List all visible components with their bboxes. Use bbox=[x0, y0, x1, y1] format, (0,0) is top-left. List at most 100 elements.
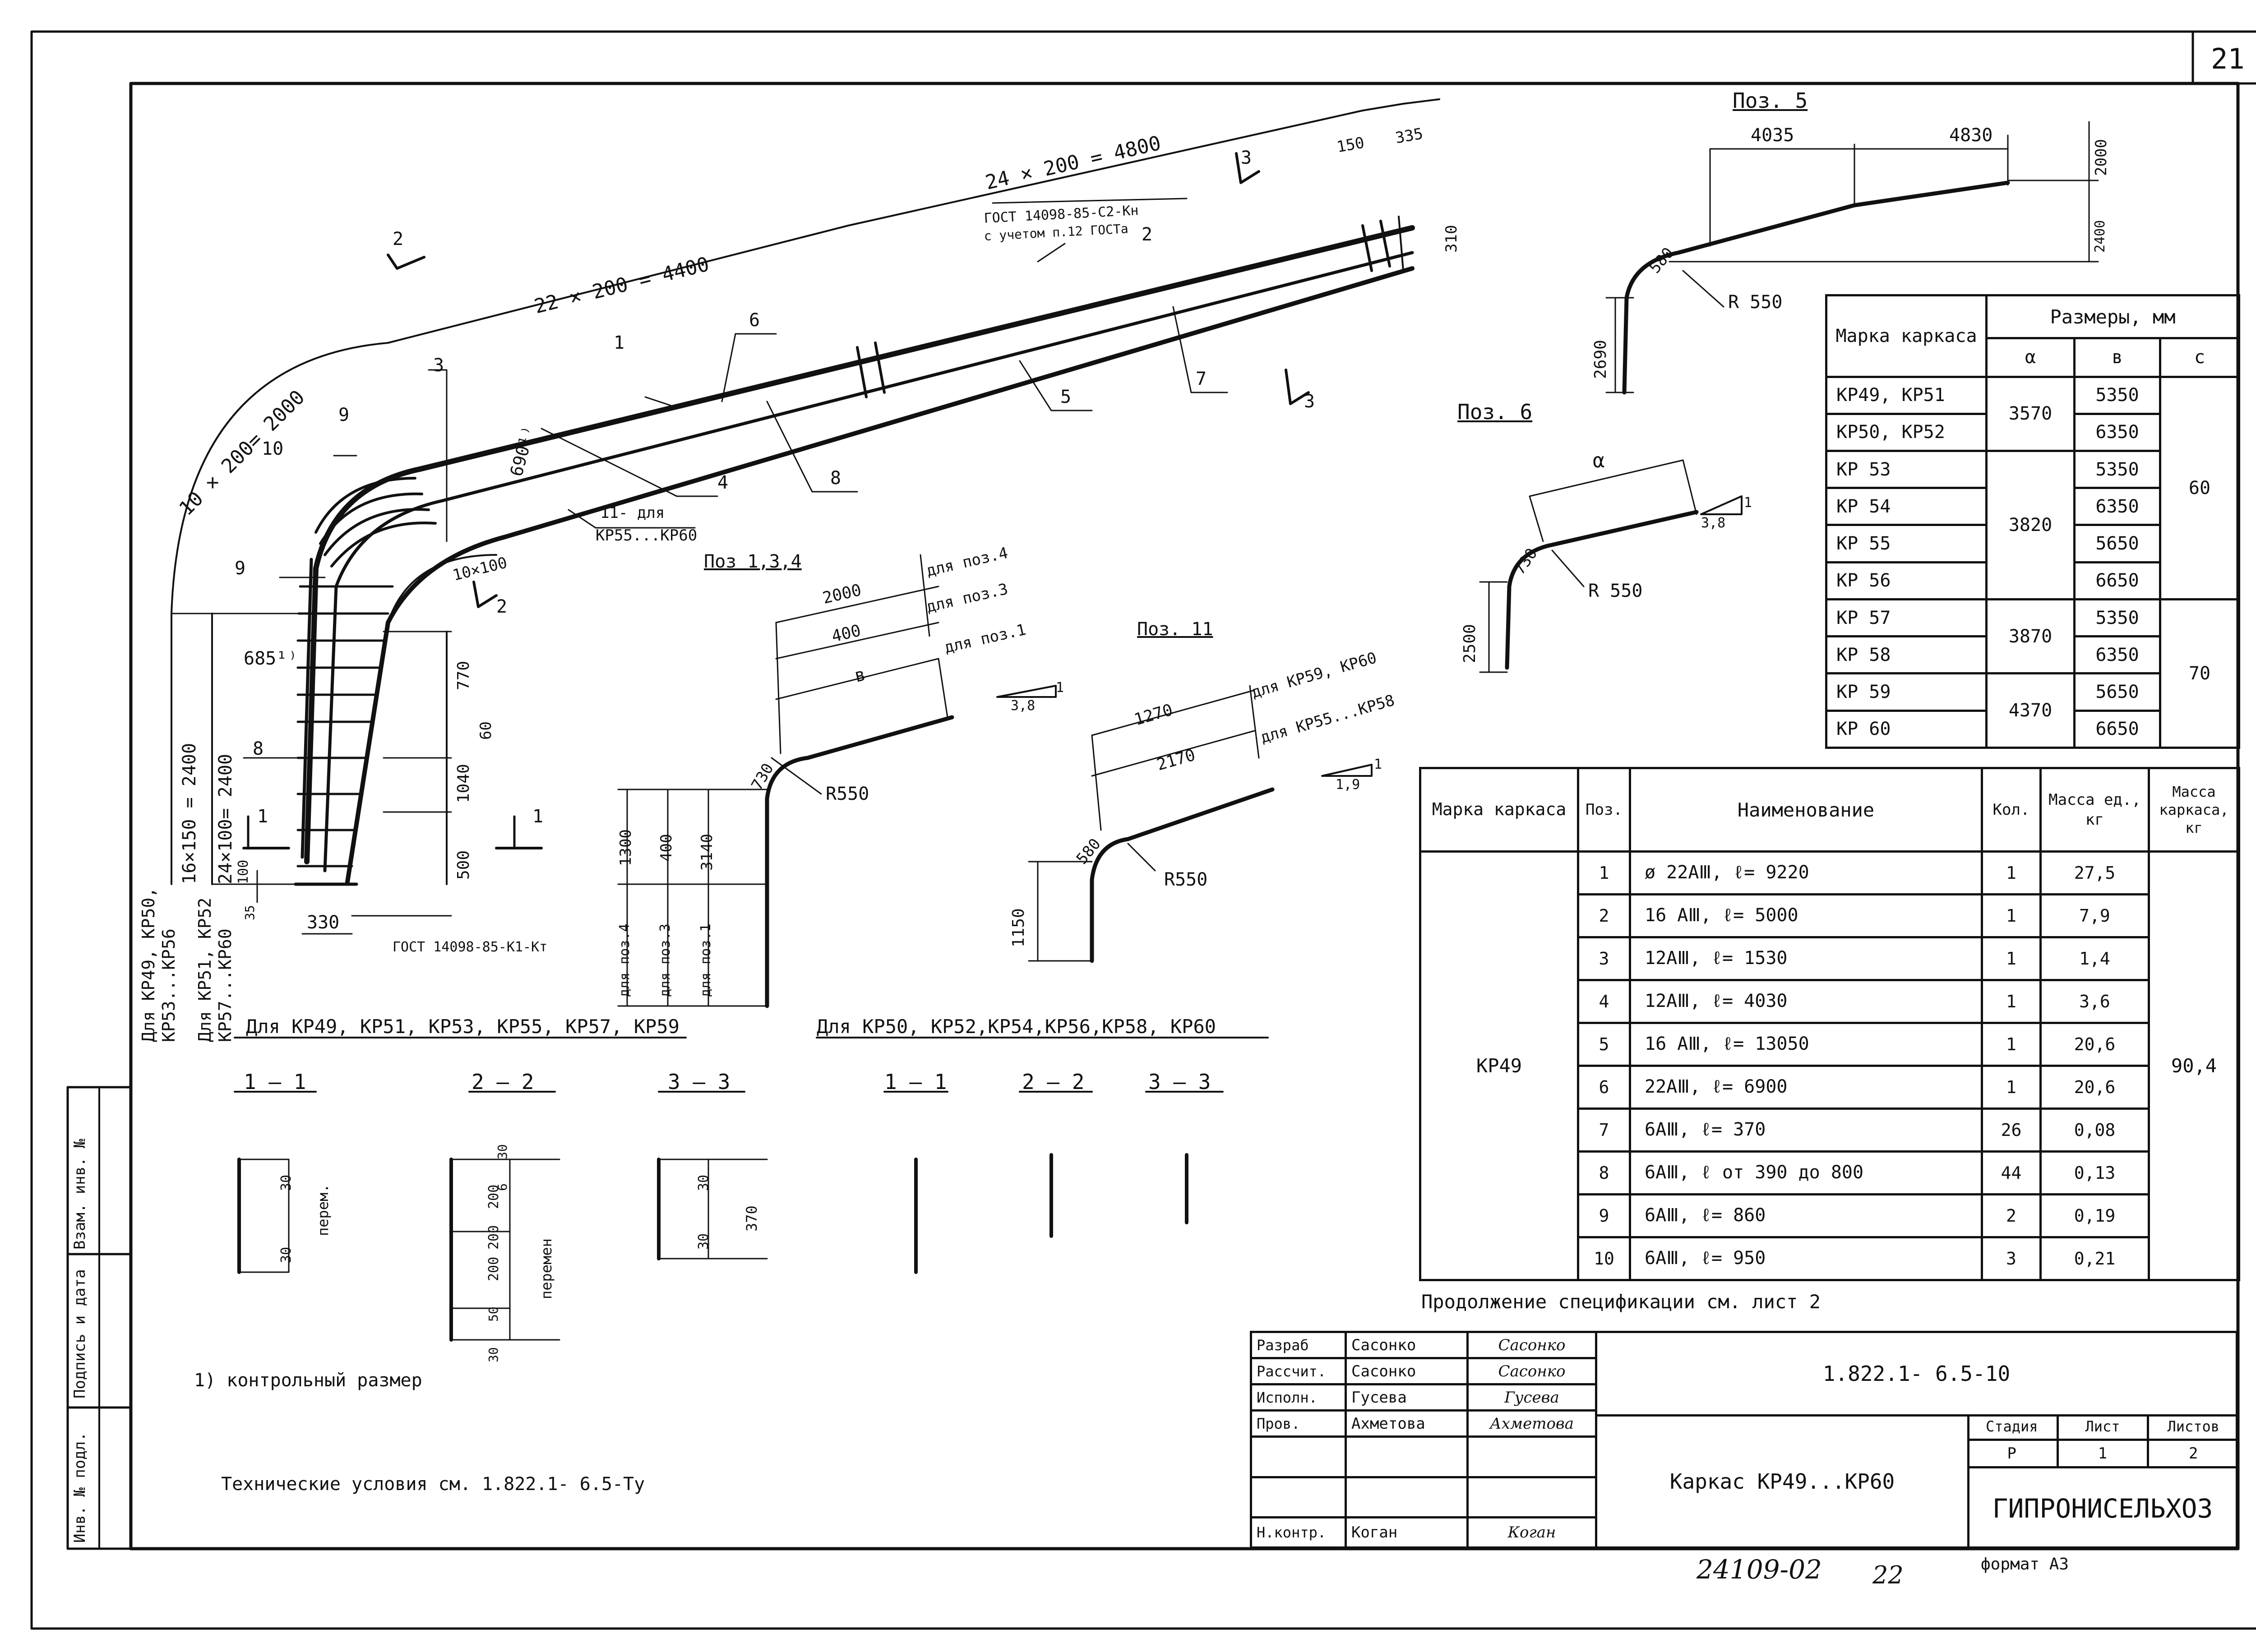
sections-a bbox=[234, 1037, 768, 1342]
pos5-sketch bbox=[1605, 121, 2099, 395]
sec-a-dim-7: 200 bbox=[486, 1225, 502, 1250]
dim-685: 685¹⁾ bbox=[244, 648, 298, 669]
pos-label-5: 5 bbox=[1060, 387, 1072, 407]
sig-name: Ахметова bbox=[1345, 1409, 1469, 1438]
table-row: 10 bbox=[1577, 1236, 1631, 1281]
section-mark-2a: 2 bbox=[393, 229, 404, 249]
spec-name-cell: 6АⅢ, ℓ от 390 до 800 bbox=[1629, 1150, 1983, 1195]
pos11-slope: 1,9 bbox=[1336, 777, 1360, 793]
pos-label-2: 2 bbox=[1142, 224, 1153, 245]
sig-role: Н.контр. bbox=[1250, 1516, 1347, 1549]
sig-name: Сасонко bbox=[1345, 1330, 1469, 1360]
format-label: формат А3 bbox=[1981, 1555, 2069, 1574]
note-11b: КР55...КР60 bbox=[596, 526, 698, 545]
size-a-value: 4370 bbox=[1985, 672, 2076, 749]
pos-label-7: 7 bbox=[1196, 369, 1207, 389]
dim-335: 335 bbox=[1394, 125, 1424, 148]
pos134-dim-400v: 400 bbox=[657, 834, 675, 862]
dim-35: 35 bbox=[242, 905, 257, 920]
pos134-radius: R550 bbox=[826, 784, 869, 804]
size-table: Марка каркаса Размеры, мм α в с КР49, КР… bbox=[1825, 294, 2241, 749]
pos11-radius: R550 bbox=[1164, 869, 1208, 890]
pos5-dim-4035: 4035 bbox=[1751, 125, 1794, 146]
section-mark-2b: 2 bbox=[496, 596, 508, 617]
sheet-value: 1 bbox=[2056, 1438, 2149, 1469]
stage-value: Р bbox=[1967, 1438, 2059, 1469]
table-row: КР 60 bbox=[1825, 709, 1988, 749]
sections-b-label-3: 3 — 3 bbox=[1148, 1070, 1211, 1094]
pos-label-9: 9 bbox=[338, 405, 350, 425]
pos134-sketch bbox=[617, 554, 1057, 1008]
table-row: 9 bbox=[1577, 1193, 1631, 1238]
size-b-value: 6350 bbox=[2073, 635, 2161, 675]
size-b-value: 6650 bbox=[2073, 709, 2161, 749]
table-row: КР 59 bbox=[1825, 672, 1988, 712]
spec-name-cell: ø 22АⅢ, ℓ= 9220 bbox=[1629, 850, 1983, 895]
table-row: 7 bbox=[1577, 1107, 1631, 1153]
spec-name-cell: 12АⅢ, ℓ= 4030 bbox=[1629, 979, 1983, 1024]
sig-scribble: Коган bbox=[1466, 1516, 1597, 1549]
spec-name-cell: 22АⅢ, ℓ= 6900 bbox=[1629, 1065, 1983, 1110]
size-b-value: 5350 bbox=[2073, 598, 2161, 638]
size-b-value: 5350 bbox=[2073, 375, 2161, 415]
sec-a-dim-4: 30 bbox=[495, 1144, 510, 1159]
strip-vzam: Взам. инв. № bbox=[71, 1139, 89, 1250]
table-row: 5 bbox=[1577, 1022, 1631, 1067]
spec-mass-cell: 7,9 bbox=[2039, 893, 2150, 938]
pos6-radius: R 550 bbox=[1588, 581, 1643, 601]
table-row: КР 55 bbox=[1825, 524, 1988, 563]
gost-bottom: ГОСТ 14098-85-К1-Кт bbox=[393, 939, 548, 955]
table-row: КР 56 bbox=[1825, 561, 1988, 600]
side-label-b: КР53...КР56 bbox=[159, 928, 179, 1042]
sig-name: Гусева bbox=[1345, 1383, 1469, 1412]
spec-mass-cell: 1,4 bbox=[2039, 936, 2150, 981]
table-row: 1 bbox=[1577, 850, 1631, 895]
pos6-slope: 3,8 bbox=[1701, 515, 1726, 531]
spec-table: Марка каркаса Поз. Наименование Кол. Мас… bbox=[1419, 767, 2240, 1281]
side-label-a: Для КР49, КР50, bbox=[139, 887, 158, 1042]
sheet-number-box bbox=[2191, 30, 2256, 85]
pos6-dim-2500: 2500 bbox=[1461, 624, 1479, 663]
dim-500: 500 bbox=[454, 850, 473, 880]
pos134-vlabel-1: для поз.1 bbox=[698, 923, 714, 997]
spec-header-name: Наименование bbox=[1629, 767, 1983, 853]
sig-scribble: Сасонко bbox=[1466, 1330, 1597, 1360]
dim-330: 330 bbox=[307, 912, 340, 933]
sections-b-label-2: 2 — 2 bbox=[1022, 1070, 1085, 1094]
pos6-title: Поз. 6 bbox=[1457, 400, 1533, 424]
table-row: 3 bbox=[1577, 936, 1631, 981]
sections-b-title: Для КР50, КР52,КР54,КР56,КР58, КР60 bbox=[817, 1015, 1216, 1038]
sheet-outer-frame bbox=[30, 30, 2256, 1630]
spec-name-cell: 12АⅢ, ℓ= 1530 bbox=[1629, 936, 1983, 981]
sec-a-dim-2: 30 bbox=[278, 1246, 294, 1263]
spec-qty-cell: 3 bbox=[1981, 1236, 2042, 1281]
sheet-header: Лист bbox=[2056, 1414, 2149, 1441]
table-row: КР 54 bbox=[1825, 487, 1988, 526]
section-mark-3a: 3 bbox=[1241, 148, 1252, 168]
pos5-dim-2000: 2000 bbox=[2092, 139, 2110, 176]
spec-mass-cell: 0,19 bbox=[2039, 1193, 2150, 1238]
page-handwritten: 22 bbox=[1872, 1561, 1904, 1589]
size-c-value: 70 bbox=[2159, 598, 2241, 749]
size-b-value: 5650 bbox=[2073, 524, 2161, 563]
title-block: 1.822.1- 6.5-10 Каркас КР49...КР60 Стади… bbox=[1595, 1331, 2238, 1549]
stage-header: Стадия bbox=[1967, 1414, 2059, 1441]
spec-header-total-mass: Масса каркаса, кг bbox=[2148, 767, 2240, 853]
table-row: КР 57 bbox=[1825, 598, 1988, 638]
spec-qty-cell: 1 bbox=[1981, 850, 2042, 895]
size-table-sub-c: с bbox=[2159, 337, 2241, 378]
size-a-value: 3870 bbox=[1985, 598, 2076, 675]
spec-total-mass: 90,4 bbox=[2148, 850, 2240, 1281]
spec-header-mark: Марка каркаса bbox=[1419, 767, 1579, 853]
section-mark-1a: 1 bbox=[257, 806, 268, 827]
sections-b bbox=[816, 1037, 1269, 1274]
sig-role: Разраб bbox=[1250, 1330, 1347, 1360]
sheet-number: 21 bbox=[2211, 42, 2245, 75]
sig-scribble: Гусева bbox=[1466, 1383, 1597, 1412]
drawing-title: Каркас КР49...КР60 bbox=[1669, 1469, 1895, 1494]
size-a-value: 3570 bbox=[1985, 375, 2076, 452]
pos-label-8: 8 bbox=[830, 468, 841, 489]
side-label-c: Для КР51, КР52 bbox=[195, 897, 215, 1042]
pos11-slope-1: 1 bbox=[1374, 757, 1382, 772]
